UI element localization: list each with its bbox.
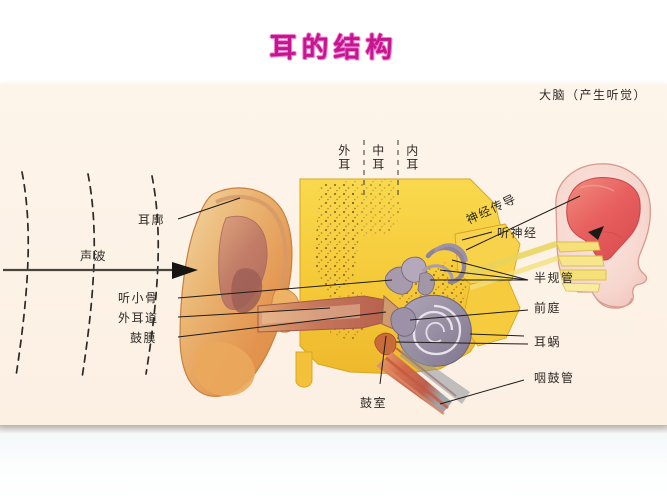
ear-canal-group bbox=[257, 294, 399, 333]
label-eustachian-tube: 咽鼓管 bbox=[534, 371, 575, 385]
eustachian-tube-group bbox=[295, 346, 470, 415]
leader-tympanic-cavity bbox=[379, 335, 387, 385]
label-tympanic-cavity: 鼓室 bbox=[360, 396, 388, 410]
slide-bottom-area bbox=[0, 433, 667, 500]
leader-lines bbox=[177, 195, 581, 405]
label-brain: 大脑（产生听觉） bbox=[539, 88, 648, 102]
diagram-panel: 声波 大脑（产生听觉） 外耳 中耳 内耳 耳廓 听小骨 外耳道 鼓膜 神经传导 … bbox=[0, 84, 667, 425]
leader-cochlea bbox=[395, 341, 529, 345]
sound-wave-arcs bbox=[15, 171, 160, 379]
head-brain-group bbox=[555, 163, 651, 309]
sound-wave-arc-3 bbox=[145, 175, 160, 375]
label-ossicles: 听小骨 bbox=[118, 291, 159, 305]
label-semicircular-canals: 半规管 bbox=[534, 271, 575, 285]
label-sound-wave: 声波 bbox=[80, 249, 108, 263]
label-ear-canal: 外耳道 bbox=[118, 311, 159, 325]
sound-direction-arrow bbox=[3, 262, 198, 279]
label-auricle: 耳廓 bbox=[138, 213, 166, 227]
leader-ear-canal bbox=[177, 307, 331, 318]
label-middle-ear: 中耳 bbox=[370, 144, 385, 172]
sound-wave-arc-1 bbox=[15, 171, 30, 377]
nerve-pathway-group bbox=[465, 241, 559, 291]
leader-bone-edge bbox=[469, 333, 525, 337]
label-inner-ear: 内耳 bbox=[404, 144, 419, 172]
leader-eustachian bbox=[439, 379, 525, 405]
leader-nerve-conduction bbox=[465, 195, 581, 251]
leader-auricle bbox=[177, 197, 241, 220]
sound-wave-arc-2 bbox=[81, 173, 96, 379]
page-title: 耳的结构 bbox=[269, 33, 398, 64]
label-cochlea: 耳蜗 bbox=[534, 335, 562, 349]
label-auditory-nerve: 听神经 bbox=[497, 226, 538, 240]
auricle-group bbox=[179, 187, 301, 397]
ossicles-group bbox=[384, 243, 468, 296]
leader-eardrum bbox=[177, 311, 387, 338]
leader-semicircular-1 bbox=[451, 259, 529, 281]
ear-anatomy-illustration bbox=[3, 140, 651, 415]
leader-semicircular-2 bbox=[439, 269, 529, 281]
leader-vestibule bbox=[409, 309, 529, 321]
cochlea-group bbox=[374, 294, 472, 367]
leader-auditory-nerve bbox=[461, 231, 493, 241]
label-eardrum: 鼓膜 bbox=[130, 331, 158, 345]
title-bar: 耳的结构 bbox=[0, 26, 667, 65]
leader-ossicles bbox=[177, 279, 393, 299]
label-outer-ear: 外耳 bbox=[336, 144, 351, 172]
label-vestibule: 前庭 bbox=[534, 301, 562, 315]
